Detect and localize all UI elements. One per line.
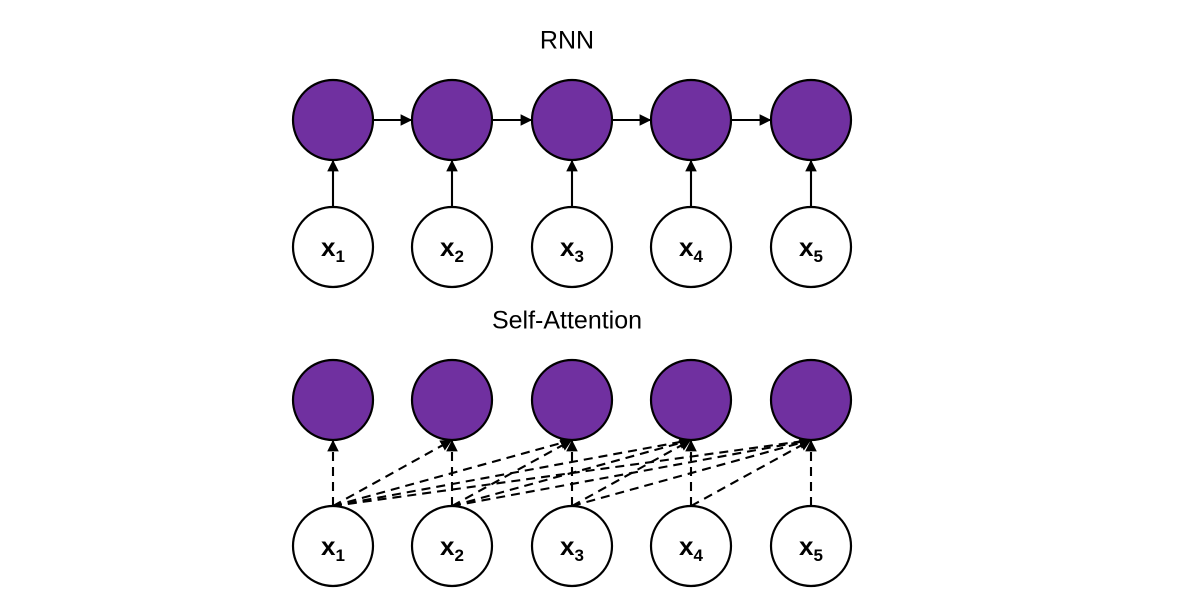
rnn-hidden-node-3[interactable] <box>530 78 614 162</box>
self-attention-hidden-node-4[interactable] <box>649 358 733 442</box>
attention-edge-input-1-to-hidden-5 <box>332 435 812 508</box>
self-attention-input-node-3[interactable] <box>530 504 614 588</box>
self-attention-edge-layer <box>327 435 817 508</box>
self-attention-input-node-4[interactable] <box>649 504 733 588</box>
rnn-input-node-label-1: x1 <box>321 232 345 266</box>
rnn-hidden-node-2[interactable] <box>410 78 494 162</box>
attention-edge-input-1-to-hidden-3 <box>332 437 573 508</box>
rnn-edge-layer <box>327 114 817 207</box>
rnn-input-node-5[interactable] <box>769 205 853 289</box>
self-attention-input-node-5[interactable] <box>769 504 853 588</box>
rnn-input-node-label-2: x2 <box>440 232 464 266</box>
rnn-input-node-2[interactable] <box>410 205 494 289</box>
rnn-input-node-3[interactable] <box>530 205 614 289</box>
self-attention-input-node-1[interactable] <box>291 504 375 588</box>
attention-edge-input-1-to-hidden-4 <box>332 436 692 508</box>
self-attention-hidden-node-5[interactable] <box>769 358 853 442</box>
node-label-layer: x1 x2 x3 x4 x5 x1 x2 x3 x4 x5 <box>321 232 823 565</box>
rnn-input-node-1[interactable] <box>291 205 375 289</box>
rnn-input-node-label-5: x5 <box>799 232 823 266</box>
rnn-hidden-node-1[interactable] <box>291 78 375 162</box>
self-attention-input-node-label-4: x4 <box>679 531 703 565</box>
self-attention-hidden-node-3[interactable] <box>530 358 614 442</box>
rnn-input-node-label-3: x3 <box>560 232 584 266</box>
self-attention-input-node-label-1: x1 <box>321 531 345 565</box>
rnn-input-node-4[interactable] <box>649 205 733 289</box>
rnn-hidden-node-5[interactable] <box>769 78 853 162</box>
self-attention-input-node-label-2: x2 <box>440 531 464 565</box>
rnn-input-node-label-4: x4 <box>679 232 703 266</box>
self-attention-hidden-node-1[interactable] <box>291 358 375 442</box>
rnn-hidden-node-4[interactable] <box>649 78 733 162</box>
attention-edge-input-2-to-hidden-5 <box>451 436 812 508</box>
rnn-section-title: RNN <box>540 27 594 55</box>
attention-edge-input-4-to-hidden-5 <box>690 439 812 507</box>
attention-edge-input-3-to-hidden-5 <box>571 437 812 508</box>
node-layer <box>291 78 853 588</box>
self-attention-hidden-node-2[interactable] <box>410 358 494 442</box>
self-attention-section-title: Self-Attention <box>492 307 642 335</box>
self-attention-input-node-label-5: x5 <box>799 531 823 565</box>
attention-edge-input-1-to-hidden-2 <box>332 439 453 507</box>
self-attention-input-node-2[interactable] <box>410 504 494 588</box>
self-attention-input-node-label-3: x3 <box>560 531 584 565</box>
